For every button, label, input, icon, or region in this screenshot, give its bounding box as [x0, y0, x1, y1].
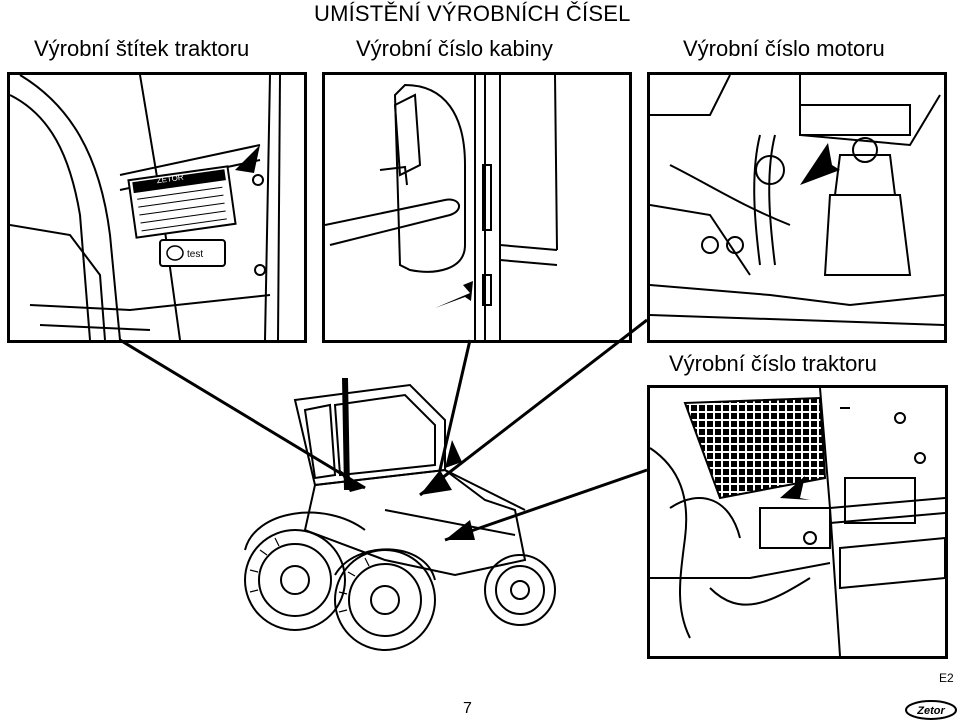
page-number: 7	[463, 700, 472, 717]
tractor-illustration	[244, 377, 556, 651]
engine-illustration	[650, 75, 944, 326]
arrow-icon	[800, 143, 840, 185]
caption-tractor-number: Výrobní číslo traktoru	[669, 351, 877, 376]
caption-tractor-plate: Výrobní štítek traktoru	[34, 36, 250, 61]
logo-text: Zetor	[916, 705, 945, 717]
page-title: UMÍSTĚNÍ VÝROBNÍCH ČÍSEL	[314, 1, 631, 26]
section-code: E2	[939, 671, 954, 685]
zetor-logo-icon: Zetor	[905, 700, 957, 720]
panel-tractor-plate: ZETOR test	[7, 72, 307, 343]
cert-mark-text: test	[187, 249, 203, 260]
caption-engine-number: Výrobní číslo motoru	[683, 36, 885, 61]
plate-brand-text: ZETOR	[156, 173, 184, 186]
panel-engine-number	[647, 72, 947, 343]
arrow-icon	[780, 476, 810, 500]
plate-illustration: ZETOR test	[10, 75, 281, 340]
caption-cab-number: Výrobní číslo kabiny	[356, 36, 553, 61]
panel-cab-number	[322, 72, 632, 343]
arrow-icon	[235, 145, 260, 173]
cab-illustration	[325, 75, 558, 340]
frame-illustration	[650, 388, 945, 656]
panel-tractor-number	[647, 385, 948, 659]
arrow-icon	[435, 281, 473, 308]
